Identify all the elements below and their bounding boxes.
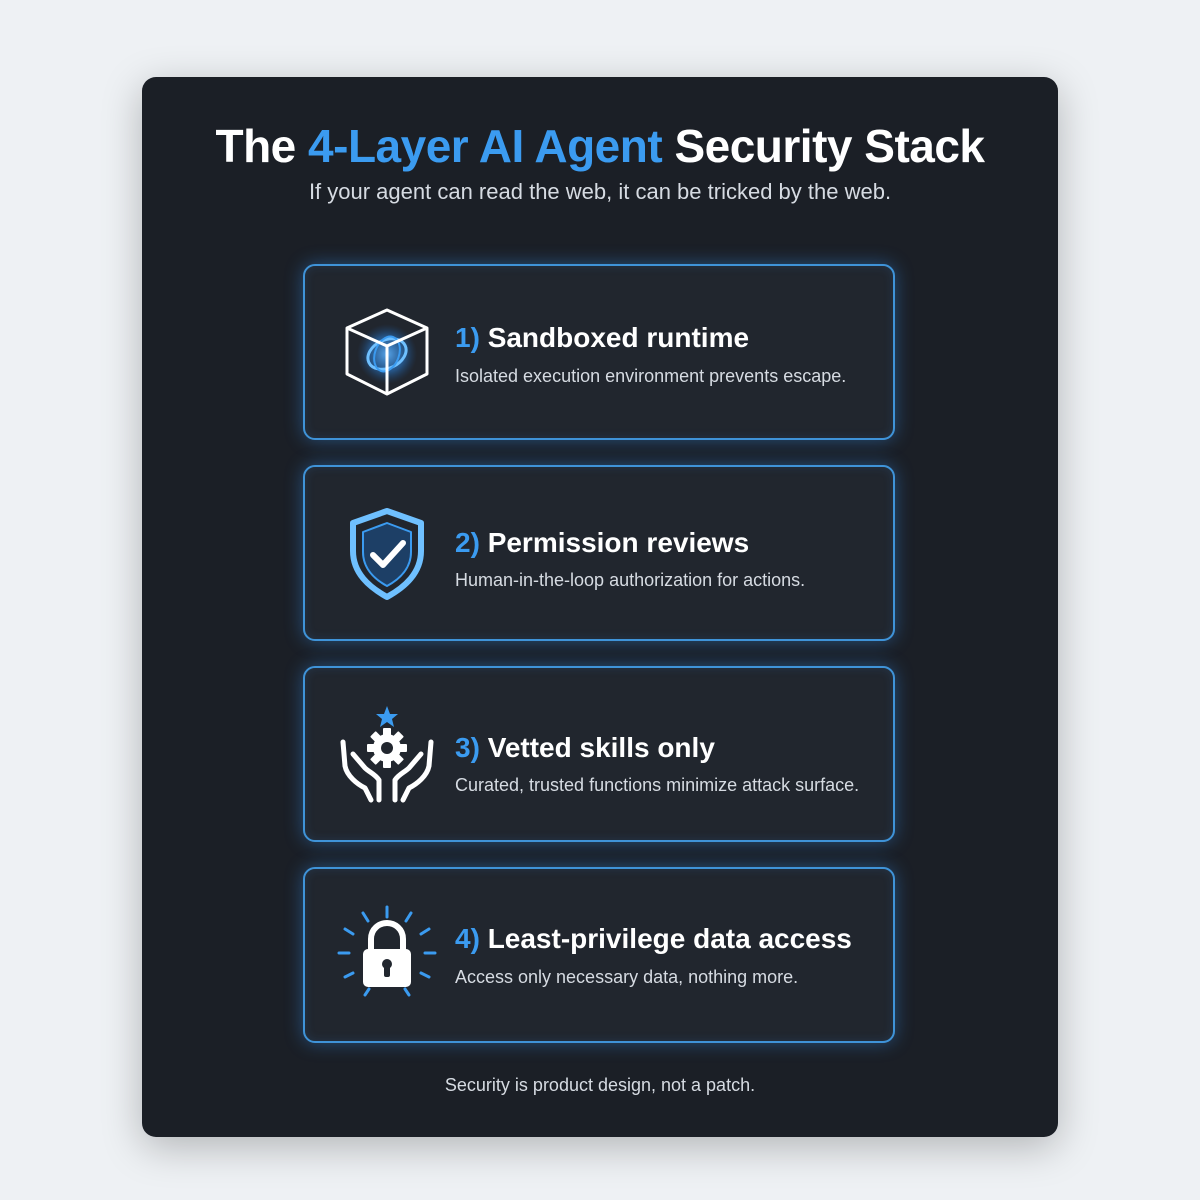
title-accent: 4-Layer AI Agent [308, 120, 663, 172]
layer-title-text: Vetted skills only [487, 732, 715, 763]
title-part2: Security Stack [662, 120, 985, 172]
cube-icon [335, 300, 439, 404]
layer-number: 2) [455, 527, 480, 558]
layer-description: Human-in-the-loop authorization for acti… [455, 570, 806, 590]
page-title: The 4-Layer AI Agent Security Stack [142, 119, 1058, 173]
shield-check-icon [335, 501, 439, 605]
layer-title-text: Permission reviews [487, 527, 750, 558]
layer-title: 1) Sandboxed runtime [455, 320, 749, 356]
layer-card-least-privilege: 4) Least-privilege data access Access on… [303, 867, 895, 1043]
layer-number: 1) [455, 322, 480, 353]
layer-card-vetted-skills: 3) Vetted skills only Curated, trusted f… [303, 666, 895, 842]
layer-number: 4) [455, 923, 480, 954]
layer-title-text: Least-privilege data access [487, 923, 852, 954]
layer-title-text: Sandboxed runtime [487, 322, 750, 353]
layer-description: Access only necessary data, nothing more… [455, 967, 799, 987]
padlock-icon [335, 903, 439, 1007]
layer-title: 4) Least-privilege data access [455, 921, 852, 957]
footer-tagline: Security is product design, not a patch. [444, 1075, 756, 1095]
layer-description: Curated, trusted functions minimize atta… [455, 775, 860, 795]
title-part1: The [215, 120, 309, 172]
layer-description: Isolated execution environment prevents … [455, 366, 847, 386]
layer-card-sandboxed-runtime: 1) Sandboxed runtime Isolated execution … [303, 264, 895, 440]
hands-gear-icon [335, 702, 439, 806]
layer-title: 3) Vetted skills only [455, 730, 715, 766]
layer-card-permission-reviews: 2) Permission reviews Human-in-the-loop … [303, 465, 895, 641]
layer-title: 2) Permission reviews [455, 525, 749, 561]
layer-number: 3) [455, 732, 480, 763]
page-subtitle: If your agent can read the web, it can b… [308, 179, 892, 204]
infographic-card: The 4-Layer AI Agent Security Stack If y… [142, 77, 1058, 1137]
